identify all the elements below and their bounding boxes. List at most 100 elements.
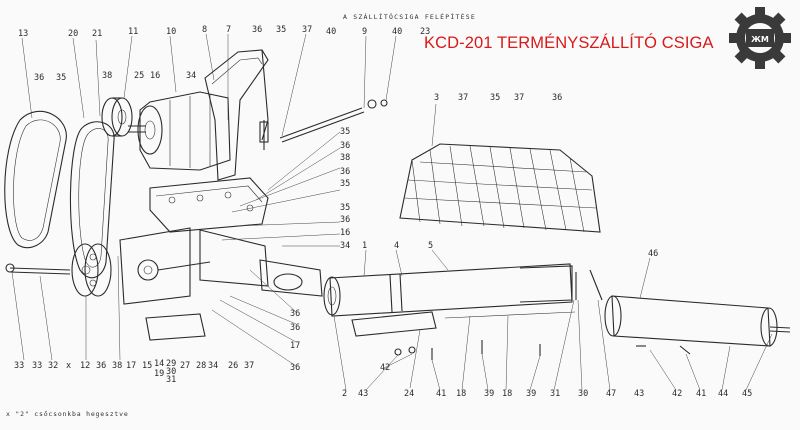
callout-35f: 35 xyxy=(490,93,500,103)
callout-35d: 35 xyxy=(340,179,350,189)
callout-35e: 35 xyxy=(340,203,350,213)
callout-38b: 38 xyxy=(340,153,350,163)
callout-40: 40 xyxy=(326,27,336,37)
callout-36c: 36 xyxy=(340,141,350,151)
callout-11: 11 xyxy=(128,27,138,37)
callout-42: 42 xyxy=(380,363,390,373)
end-housing xyxy=(604,295,791,347)
callout-35: 35 xyxy=(276,25,286,35)
gear-logo-icon: ЖМ xyxy=(729,7,791,69)
callout-31b: 31 xyxy=(550,389,560,399)
callout-39: 39 xyxy=(484,389,494,399)
leader-lines xyxy=(11,33,773,391)
callout-8: 8 xyxy=(202,25,207,35)
callout-45: 45 xyxy=(742,389,752,399)
callout-34: 34 xyxy=(186,71,196,81)
callout-27: 27 xyxy=(180,361,190,371)
callout-3: 3 xyxy=(434,93,439,103)
callout-23: 23 xyxy=(420,27,430,37)
callout-36: 36 xyxy=(252,25,262,35)
callout-12: 12 xyxy=(80,361,90,371)
lower-pulley xyxy=(5,243,112,297)
tension-rod xyxy=(259,99,388,150)
page-title: KCD-201 TERMÉNYSZÁLLÍTÓ CSIGA xyxy=(424,34,714,52)
upper-pulley xyxy=(101,97,133,137)
callout-36j: 36 xyxy=(290,363,300,373)
callout-37b: 37 xyxy=(458,93,468,103)
callout-44: 44 xyxy=(718,389,728,399)
callout-7: 7 xyxy=(226,25,231,35)
callout-20: 20 xyxy=(68,29,78,39)
callout-33b: 33 xyxy=(32,361,42,371)
callout-25: 25 xyxy=(134,71,144,81)
callout-30: 30 xyxy=(166,367,176,377)
callout-16b: 16 xyxy=(340,228,350,238)
callout-18b: 18 xyxy=(502,389,512,399)
callout-46: 46 xyxy=(648,249,658,259)
callout-33: 33 xyxy=(14,361,24,371)
callout-35b: 35 xyxy=(56,73,66,83)
callout-16: 16 xyxy=(150,71,160,81)
callout-43: 43 xyxy=(358,389,368,399)
callout-18: 18 xyxy=(456,389,466,399)
callout-29: 29 xyxy=(166,359,176,369)
auger-tube xyxy=(323,263,576,337)
callout-36e: 36 xyxy=(340,215,350,225)
callout-36g: 36 xyxy=(96,361,106,371)
callout-36b: 36 xyxy=(34,73,44,83)
v-belt-outer xyxy=(4,110,67,249)
callout-41b: 41 xyxy=(696,389,706,399)
callout-19: 19 xyxy=(154,369,164,379)
v-belt-inner xyxy=(69,121,115,279)
small-fasteners xyxy=(394,269,691,360)
motor-base-plate xyxy=(149,177,269,233)
electric-motor xyxy=(128,91,231,171)
callout-26: 26 xyxy=(228,361,238,371)
callout-43b: 43 xyxy=(634,389,644,399)
lower-bracket xyxy=(145,313,206,341)
callout-13: 13 xyxy=(18,29,28,39)
callout-39b: 39 xyxy=(526,389,536,399)
callout-1: 1 xyxy=(362,241,367,251)
callout-36f: 36 xyxy=(552,93,562,103)
callout-37c: 37 xyxy=(514,93,524,103)
callout-21: 21 xyxy=(92,29,102,39)
callout-labels: 13 20 21 11 10 8 7 36 35 37 40 9 40 23 3… xyxy=(14,25,752,399)
callout-14: 14 xyxy=(154,359,164,369)
callout-x: x xyxy=(66,361,71,371)
svg-text:ЖМ: ЖМ xyxy=(751,35,769,44)
inlet-hopper xyxy=(259,259,323,297)
grid-guard-cover xyxy=(399,143,601,233)
callout-28: 28 xyxy=(196,361,206,371)
callout-36i: 36 xyxy=(290,323,300,333)
footnote: x "2" csőcsonkba hegesztve xyxy=(6,410,129,418)
callout-5: 5 xyxy=(428,241,433,251)
callout-30b: 30 xyxy=(578,389,588,399)
diagram-header: A SZÁLLÍTÓCSIGA FELÉPÍTÉSE xyxy=(343,13,476,21)
callout-31: 31 xyxy=(166,375,176,385)
callout-37d: 37 xyxy=(244,361,254,371)
callout-36h: 36 xyxy=(290,309,300,319)
callout-42b: 42 xyxy=(672,389,682,399)
callout-36d: 36 xyxy=(340,167,350,177)
callout-15: 15 xyxy=(142,361,152,371)
callout-38c: 38 xyxy=(112,361,122,371)
callout-41: 41 xyxy=(436,389,446,399)
callout-24: 24 xyxy=(404,389,414,399)
callout-10: 10 xyxy=(166,27,176,37)
callout-34c: 34 xyxy=(208,361,218,371)
callout-37: 37 xyxy=(302,25,312,35)
callout-9: 9 xyxy=(362,27,367,37)
callout-47: 47 xyxy=(606,389,616,399)
callout-17b: 17 xyxy=(290,341,300,351)
callout-4: 4 xyxy=(394,241,399,251)
callout-40b: 40 xyxy=(392,27,402,37)
callout-17: 17 xyxy=(126,361,136,371)
belt-guard-frame xyxy=(204,49,269,181)
gearbox-housing xyxy=(119,227,269,305)
callout-35c: 35 xyxy=(340,127,350,137)
callout-2: 2 xyxy=(342,389,347,399)
callout-38: 38 xyxy=(102,71,112,81)
callout-32: 32 xyxy=(48,361,58,371)
